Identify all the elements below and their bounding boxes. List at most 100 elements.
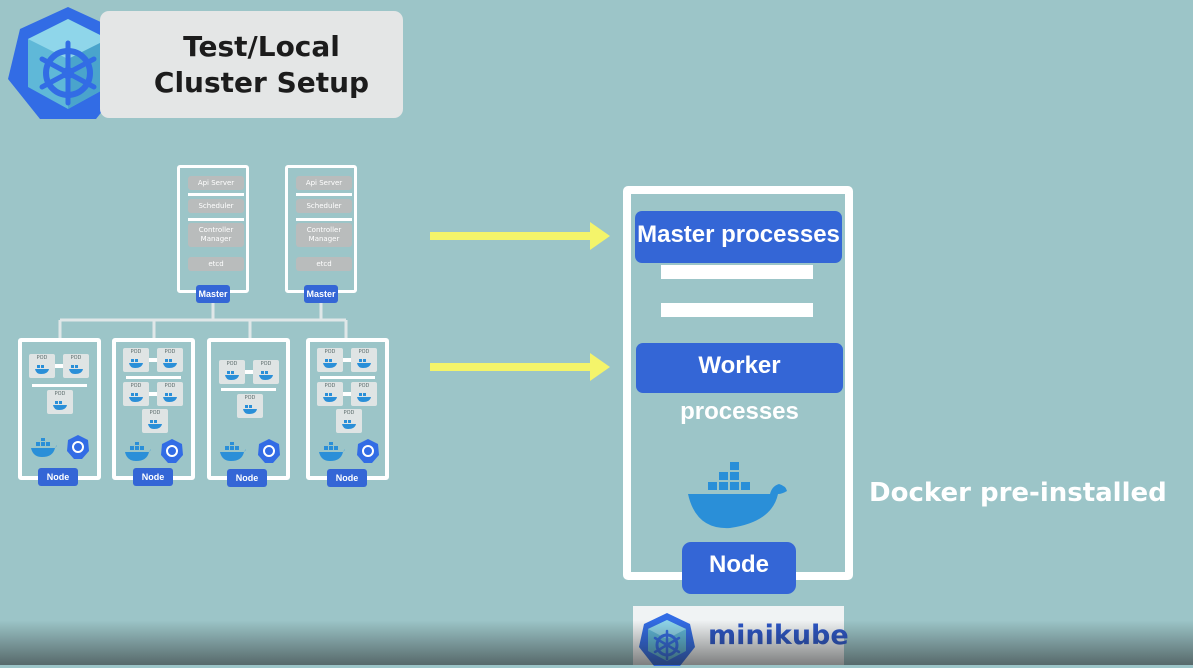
- docker-whale-icon: [688, 462, 787, 529]
- controller-manager-process: Controller Manager: [188, 223, 244, 247]
- pod-label: POD: [324, 349, 336, 355]
- pod-label: POD: [164, 383, 176, 389]
- controller-manager-process: Controller Manager: [296, 223, 352, 247]
- pod: POD: [237, 394, 263, 418]
- master-card: Api Server Scheduler Controller Manager …: [285, 165, 357, 293]
- pod: POD: [29, 354, 55, 378]
- page-title: Test/Local Cluster Setup: [153, 29, 370, 99]
- pod: POD: [317, 348, 343, 372]
- docker-icon: [342, 420, 356, 429]
- arrow-right-icon: [430, 353, 610, 381]
- kubelet-icon: [161, 439, 183, 463]
- docker-icon: [259, 371, 273, 380]
- pod-connector: [55, 364, 63, 368]
- api-server-process: Api Server: [296, 176, 352, 190]
- worker-processes-label: Worker processes: [636, 343, 843, 425]
- divider: [188, 218, 244, 221]
- docker-icon: [163, 393, 177, 402]
- master-processes-label: Master processes: [635, 211, 842, 263]
- docker-icon: [323, 359, 337, 368]
- etcd-process: etcd: [188, 257, 244, 271]
- docker-icon: [220, 442, 246, 461]
- docker-icon: [31, 438, 57, 457]
- docker-icon: [53, 401, 67, 410]
- docker-icon: [129, 393, 143, 402]
- pod-label: POD: [358, 349, 370, 355]
- arrow-right-icon: [430, 222, 610, 250]
- divider: [661, 303, 813, 317]
- pod-label: POD: [130, 349, 142, 355]
- pod-label: POD: [36, 355, 48, 361]
- divider: [32, 384, 87, 387]
- pod-connector: [149, 358, 157, 362]
- docker-icon: [148, 420, 162, 429]
- docker-icon: [319, 442, 345, 461]
- master-label: Master: [304, 285, 338, 303]
- master-card: Api Server Scheduler Controller Manager …: [177, 165, 249, 293]
- pod: POD: [47, 390, 73, 414]
- pod: POD: [336, 409, 362, 433]
- divider: [320, 376, 375, 379]
- pod-label: POD: [70, 355, 82, 361]
- pod-connector: [343, 392, 351, 396]
- pod-label: POD: [244, 395, 256, 401]
- docker-icon: [357, 393, 371, 402]
- pod: POD: [219, 360, 245, 384]
- cluster-connector-lines: [58, 303, 348, 340]
- node-label: Node: [133, 468, 173, 486]
- docker-icon: [323, 393, 337, 402]
- pod-label: POD: [130, 383, 142, 389]
- docker-preinstalled-caption: Docker pre-installed: [869, 478, 1167, 508]
- divider: [661, 265, 813, 279]
- pod-label: POD: [324, 383, 336, 389]
- pod: POD: [157, 382, 183, 406]
- pod-label: POD: [149, 410, 161, 416]
- worker-node-card: POD POD POD: [207, 338, 290, 480]
- pod: POD: [123, 382, 149, 406]
- docker-icon: [129, 359, 143, 368]
- docker-icon: [243, 405, 257, 414]
- node-label: Node: [327, 469, 367, 487]
- bottom-shadow: [0, 620, 1193, 665]
- pod: POD: [157, 348, 183, 372]
- pod-connector: [149, 392, 157, 396]
- kubernetes-logo-icon: [8, 7, 128, 119]
- node-label: Node: [38, 468, 78, 486]
- kubelet-icon: [258, 439, 280, 463]
- divider: [188, 193, 244, 196]
- pod-label: POD: [358, 383, 370, 389]
- pod-connector: [245, 370, 253, 374]
- pod: POD: [317, 382, 343, 406]
- divider: [126, 376, 181, 379]
- pod: POD: [123, 348, 149, 372]
- divider: [296, 218, 352, 221]
- pod-connector: [343, 358, 351, 362]
- minikube-logo: minikube: [633, 606, 849, 666]
- api-server-process: Api Server: [188, 176, 244, 190]
- docker-icon: [35, 365, 49, 374]
- worker-node-card: POD POD POD: [18, 338, 101, 480]
- scheduler-process: Scheduler: [188, 199, 244, 213]
- master-label: Master: [196, 285, 230, 303]
- divider: [221, 388, 276, 391]
- pod-label: POD: [226, 361, 238, 367]
- pod: POD: [351, 382, 377, 406]
- docker-icon: [163, 359, 177, 368]
- worker-node-card: POD POD POD POD POD: [112, 338, 195, 480]
- scheduler-process: Scheduler: [296, 199, 352, 213]
- pod: POD: [351, 348, 377, 372]
- etcd-process: etcd: [296, 257, 352, 271]
- kubelet-icon: [67, 435, 89, 459]
- pod-label: POD: [164, 349, 176, 355]
- worker-node-card: POD POD POD POD POD: [306, 338, 389, 480]
- minikube-logo-text: minikube: [708, 620, 849, 651]
- docker-icon: [225, 371, 239, 380]
- pod-label: POD: [260, 361, 272, 367]
- kubelet-icon: [357, 439, 379, 463]
- node-label: Node: [227, 469, 267, 487]
- divider: [296, 193, 352, 196]
- pod: POD: [253, 360, 279, 384]
- pod-label: POD: [343, 410, 355, 416]
- docker-icon: [69, 365, 83, 374]
- docker-icon: [125, 442, 151, 461]
